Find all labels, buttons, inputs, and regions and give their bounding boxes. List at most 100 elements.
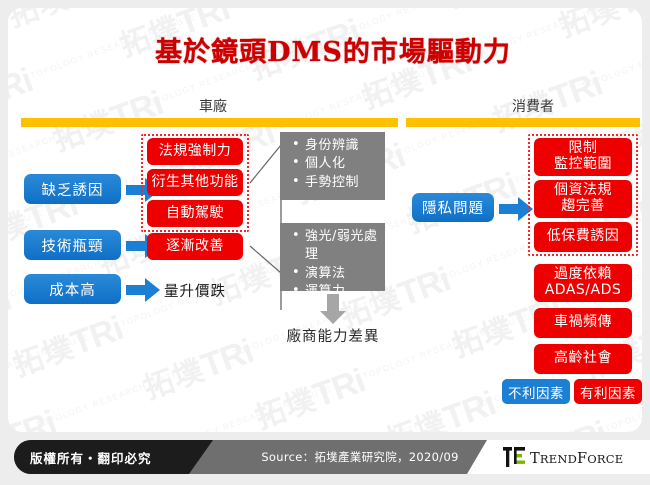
- oem-response-label-2: 衍生其他功能: [151, 173, 239, 190]
- consumer-driver-label: 隱私問題: [422, 201, 484, 217]
- watermark-tri: TRi: [8, 61, 38, 115]
- watermark-cn: 拓墣: [443, 8, 513, 15]
- consumer-item-box-5[interactable]: 車禍頻傳: [534, 308, 632, 338]
- oem-driver-label-3: 成本高: [49, 282, 96, 299]
- oem-response-label-1: 法規強制力: [158, 142, 232, 159]
- brand-rend: REND: [539, 452, 578, 466]
- footer-copyright-plate: [14, 440, 213, 474]
- watermark-cn: 拓墣: [447, 310, 519, 365]
- page-title: 基於鏡頭DMS的市場驅動力: [155, 37, 511, 68]
- oem-response-box-3[interactable]: 自動駕駛: [147, 200, 243, 227]
- consumer-item-label-5: 車禍頻傳: [554, 314, 612, 331]
- watermark-sub: TOPOLOGY RESEARCH INSTITUTE: [267, 387, 455, 432]
- oem-driver-box-3[interactable]: 成本高: [24, 274, 121, 304]
- oem-capability-list-1: 身份辨識 個人化 手勢控制: [292, 136, 379, 192]
- watermark-sub: TOPOLOGY RESEARCH INSTITUTE: [8, 330, 91, 400]
- watermark-sub: TOPOLOGY RESEARCH INSTITUTE: [8, 429, 145, 432]
- watermark-tri: TRi: [612, 8, 642, 24]
- watermark-sub: TOPOLOGY RESEARCH INSTITUTE: [34, 360, 203, 431]
- legend-negative[interactable]: 不利因素: [502, 379, 570, 404]
- arrow-right-icon-4: [499, 197, 533, 221]
- watermark-cn: 拓墣: [139, 352, 210, 407]
- legend-positive[interactable]: 有利因素: [574, 379, 642, 404]
- oem-capability-box-1: 身份辨識 個人化 手勢控制: [280, 132, 385, 200]
- watermark-cn: 拓墣: [48, 104, 120, 159]
- oem-response-box-1[interactable]: 法規強制力: [147, 138, 243, 165]
- legend-negative-label: 不利因素: [508, 385, 564, 402]
- consumer-item-label-2: 個資法規趨完善: [554, 182, 612, 214]
- consumer-item-box-3[interactable]: 低保費誘因: [534, 222, 632, 252]
- footer: 版權所有・翻印必究 Source：拓墣產業研究院，2020/09 TRENDFO…: [0, 440, 650, 478]
- divider-bar-oem: [21, 118, 398, 127]
- consumer-item-label-6: 高齡社會: [554, 350, 612, 367]
- watermark-tri: TRi: [61, 8, 123, 13]
- consumer-grouped-outline: [528, 134, 638, 256]
- legend-positive-label: 有利因素: [580, 385, 636, 402]
- arrow-down-icon: [320, 294, 346, 324]
- oem-outcome-label: 廠商能力差異: [286, 329, 380, 345]
- watermark-cn: 拓墣: [8, 424, 12, 432]
- oem-response-box-2[interactable]: 衍生其他功能: [147, 169, 243, 196]
- consumer-item-box-1[interactable]: 限制監控範圍: [534, 138, 632, 176]
- list-item: 強光/弱光處理: [292, 227, 379, 265]
- watermark-tri: TRi: [8, 279, 16, 334]
- list-item: 手勢控制: [292, 173, 379, 192]
- oem-response-box-4[interactable]: 逐漸改善: [147, 233, 243, 260]
- brand-t: T: [530, 451, 540, 467]
- brand-orce: ORCE: [587, 452, 624, 466]
- arrow-right-icon-3: [126, 278, 160, 302]
- watermark-tri: TRi: [308, 361, 370, 416]
- watermark-sub: TOPOLOGY RESEARCH INSTITUTE: [164, 383, 333, 432]
- trendforce-wordmark: TRENDFORCE: [530, 451, 623, 467]
- list-item: 演算法: [292, 264, 379, 283]
- watermark-sub: TOPOLOGY RESEARCH INSTITUTE: [397, 409, 585, 432]
- watermark-tri: TRi: [393, 260, 456, 314]
- watermark-cn: 拓墣: [250, 382, 322, 432]
- oem-response-label-4: 逐漸改善: [166, 237, 224, 254]
- watermark-cn: 拓墣: [8, 329, 79, 384]
- oem-driver-label-2: 技術瓶頸: [41, 238, 104, 255]
- brand-f: F: [577, 451, 588, 467]
- watermark-tri: TRi: [550, 414, 612, 432]
- divider-bar-consumer: [406, 118, 640, 127]
- watermark-tri: TRi: [635, 312, 642, 367]
- consumer-item-label-3: 低保費誘因: [546, 228, 620, 245]
- footer-source-text: Source：拓墣產業研究院，2020/09: [261, 450, 459, 464]
- oem-driver-box-1[interactable]: 缺乏誘因: [24, 174, 121, 204]
- watermark-tri: TRi: [438, 384, 501, 432]
- column-header-oem: 車廠: [199, 98, 227, 114]
- oem-response-label-5: 量升價跌: [164, 284, 226, 300]
- consumer-item-box-6[interactable]: 高齡社會: [534, 344, 632, 374]
- list-item: 身份辨識: [292, 136, 379, 155]
- list-item: 個人化: [292, 154, 379, 173]
- footer-copyright-text: 版權所有・翻印必究: [30, 451, 152, 466]
- watermark-cn: 拓墣: [381, 405, 451, 432]
- trendforce-logo-icon: [503, 447, 525, 467]
- consumer-driver-box[interactable]: 隱私問題: [412, 193, 494, 222]
- watermark-tri: TRi: [196, 332, 258, 386]
- consumer-item-box-2[interactable]: 個資法規趨完善: [534, 180, 632, 218]
- watermark-tri: TRi: [65, 309, 128, 363]
- consumer-item-label-1: 限制監控範圍: [554, 140, 612, 172]
- column-header-consumer: 消費者: [512, 98, 554, 114]
- oem-capability-list-2: 強光/弱光處理 演算法 運算力: [292, 227, 379, 302]
- oem-response-label-3: 自動駕駛: [166, 204, 224, 221]
- watermark-sub: TOPOLOGY RESEARCH INSTITUTE: [8, 57, 10, 179]
- watermark-tri: TRi: [8, 403, 61, 432]
- oem-driver-label-1: 缺乏誘因: [41, 182, 104, 199]
- watermark-cn: 拓墣: [357, 62, 428, 117]
- oem-driver-box-2[interactable]: 技術瓶頸: [24, 230, 121, 260]
- oem-capability-box-2: 強光/弱光處理 演算法 運算力: [280, 223, 385, 301]
